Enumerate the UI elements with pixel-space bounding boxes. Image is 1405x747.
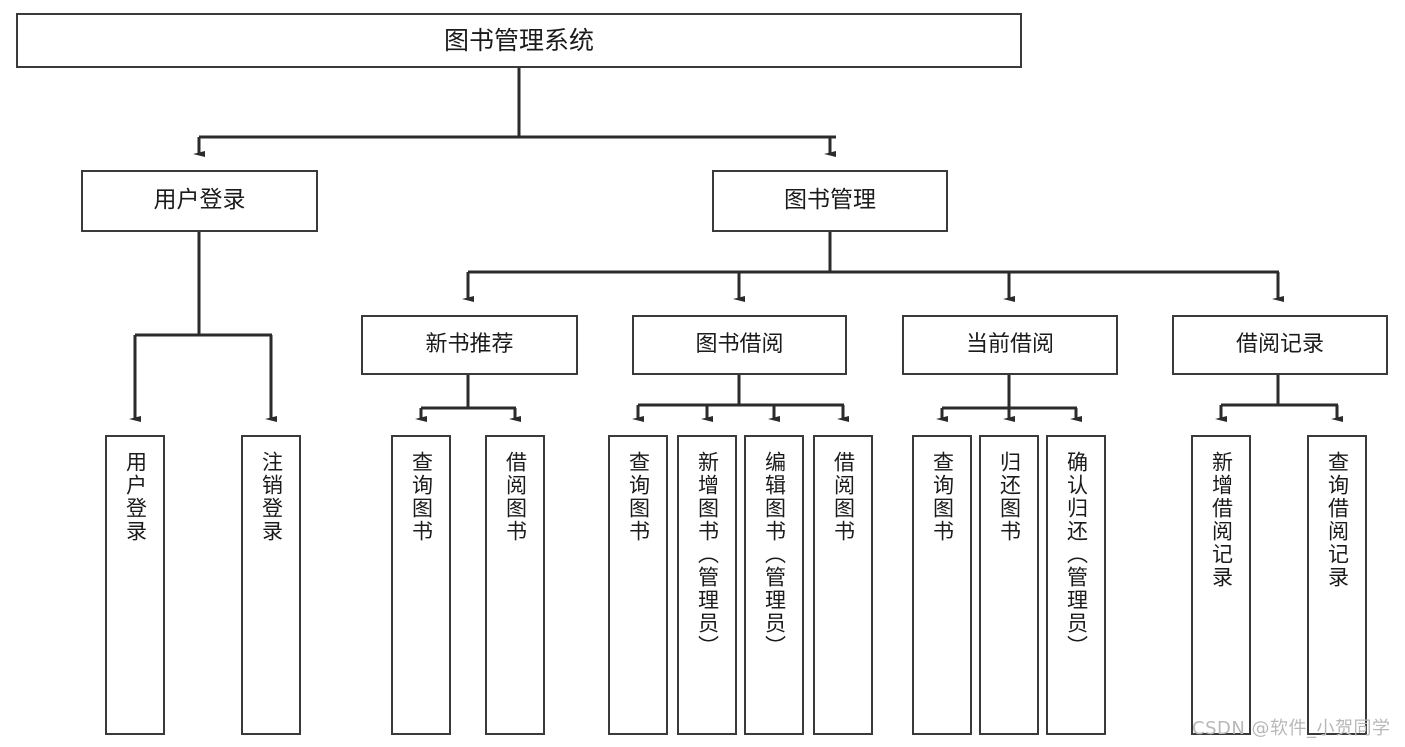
node-current-borrow[interactable]: 当前借阅 (902, 315, 1118, 375)
leaf-user-login-login[interactable]: 用户登录 (105, 435, 165, 735)
leaf-current-borrow-confirm-return-admin[interactable]: 确认归还（管理员） (1046, 435, 1106, 735)
node-book-borrow[interactable]: 图书借阅 (632, 315, 847, 375)
node-label: 新增图书（管理员） (695, 451, 720, 658)
leaf-current-borrow-query-book[interactable]: 查询图书 (912, 435, 972, 735)
leaf-book-borrow-query-book[interactable]: 查询图书 (608, 435, 668, 735)
leaf-book-borrow-edit-book-admin[interactable]: 编辑图书（管理员） (744, 435, 804, 735)
node-label: 借阅图书 (831, 451, 856, 543)
node-label: 当前借阅 (965, 332, 1054, 358)
leaf-current-borrow-return-book[interactable]: 归还图书 (979, 435, 1039, 735)
node-label: 用户登录 (123, 451, 148, 543)
node-label: 图书管理 (784, 187, 876, 214)
node-label: 图书借阅 (695, 332, 784, 358)
leaf-new-book-borrow-book[interactable]: 借阅图书 (485, 435, 545, 735)
node-borrow-record[interactable]: 借阅记录 (1172, 315, 1388, 375)
node-label: 新书推荐 (425, 332, 514, 358)
leaf-borrow-record-query-record[interactable]: 查询借阅记录 (1307, 435, 1367, 735)
node-root-book-management-system[interactable]: 图书管理系统 (16, 13, 1022, 68)
node-label: 确认归还（管理员） (1064, 451, 1089, 658)
node-label: 图书管理系统 (443, 25, 594, 55)
node-new-book-recommend[interactable]: 新书推荐 (361, 315, 578, 375)
leaf-user-login-logout[interactable]: 注销登录 (241, 435, 301, 735)
leaf-borrow-record-add-record[interactable]: 新增借阅记录 (1191, 435, 1251, 735)
leaf-book-borrow-add-book-admin[interactable]: 新增图书（管理员） (677, 435, 737, 735)
node-label: 用户登录 (153, 187, 246, 214)
node-user-login[interactable]: 用户登录 (81, 170, 318, 232)
leaf-new-book-query-book[interactable]: 查询图书 (391, 435, 451, 735)
node-label: 借阅图书 (503, 451, 528, 543)
node-label: 查询借阅记录 (1325, 451, 1350, 589)
node-label: 查询图书 (930, 451, 955, 543)
node-label: 新增借阅记录 (1209, 451, 1234, 589)
node-label: 归还图书 (997, 451, 1022, 543)
node-label: 注销登录 (259, 451, 284, 543)
node-label: 查询图书 (626, 451, 651, 543)
node-label: 查询图书 (409, 451, 434, 543)
node-label: 编辑图书（管理员） (762, 451, 787, 658)
leaf-book-borrow-borrow-book[interactable]: 借阅图书 (813, 435, 873, 735)
csdn-watermark: CSDN @软件_小贺同学 (1192, 718, 1391, 739)
node-label: 借阅记录 (1235, 332, 1324, 358)
node-book-management[interactable]: 图书管理 (712, 170, 948, 232)
